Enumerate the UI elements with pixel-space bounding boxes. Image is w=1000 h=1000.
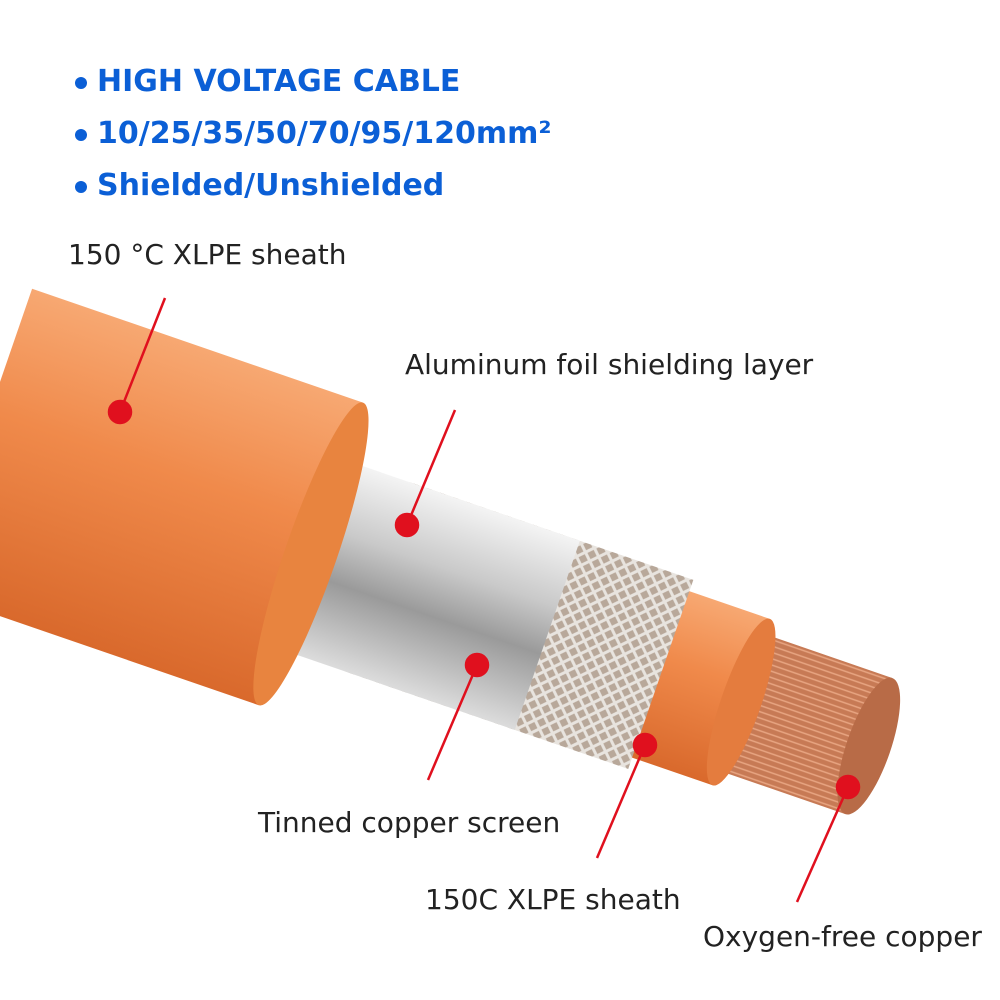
label-braid: Tinned copper screen xyxy=(258,806,561,839)
feature-bullet: HIGH VOLTAGE CABLE xyxy=(75,64,460,99)
feature-bullet: 10/25/35/50/70/95/120mm² xyxy=(75,116,552,151)
callout-markers xyxy=(107,297,861,903)
label-foil: Aluminum foil shielding layer xyxy=(405,348,814,381)
bullet-text: 10/25/35/50/70/95/120mm² xyxy=(97,116,552,151)
outer-sheath xyxy=(0,288,364,706)
label-inner-sheath: 150C XLPE sheath xyxy=(425,883,681,916)
label-conductor: Oxygen-free copper xyxy=(703,920,982,953)
feature-bullet: Shielded/Unshielded xyxy=(75,168,444,203)
label-outer-sheath: 150 °C XLPE sheath xyxy=(68,238,347,271)
bullet-text: HIGH VOLTAGE CABLE xyxy=(97,64,461,99)
bullet-text: Shielded/Unshielded xyxy=(97,168,445,203)
